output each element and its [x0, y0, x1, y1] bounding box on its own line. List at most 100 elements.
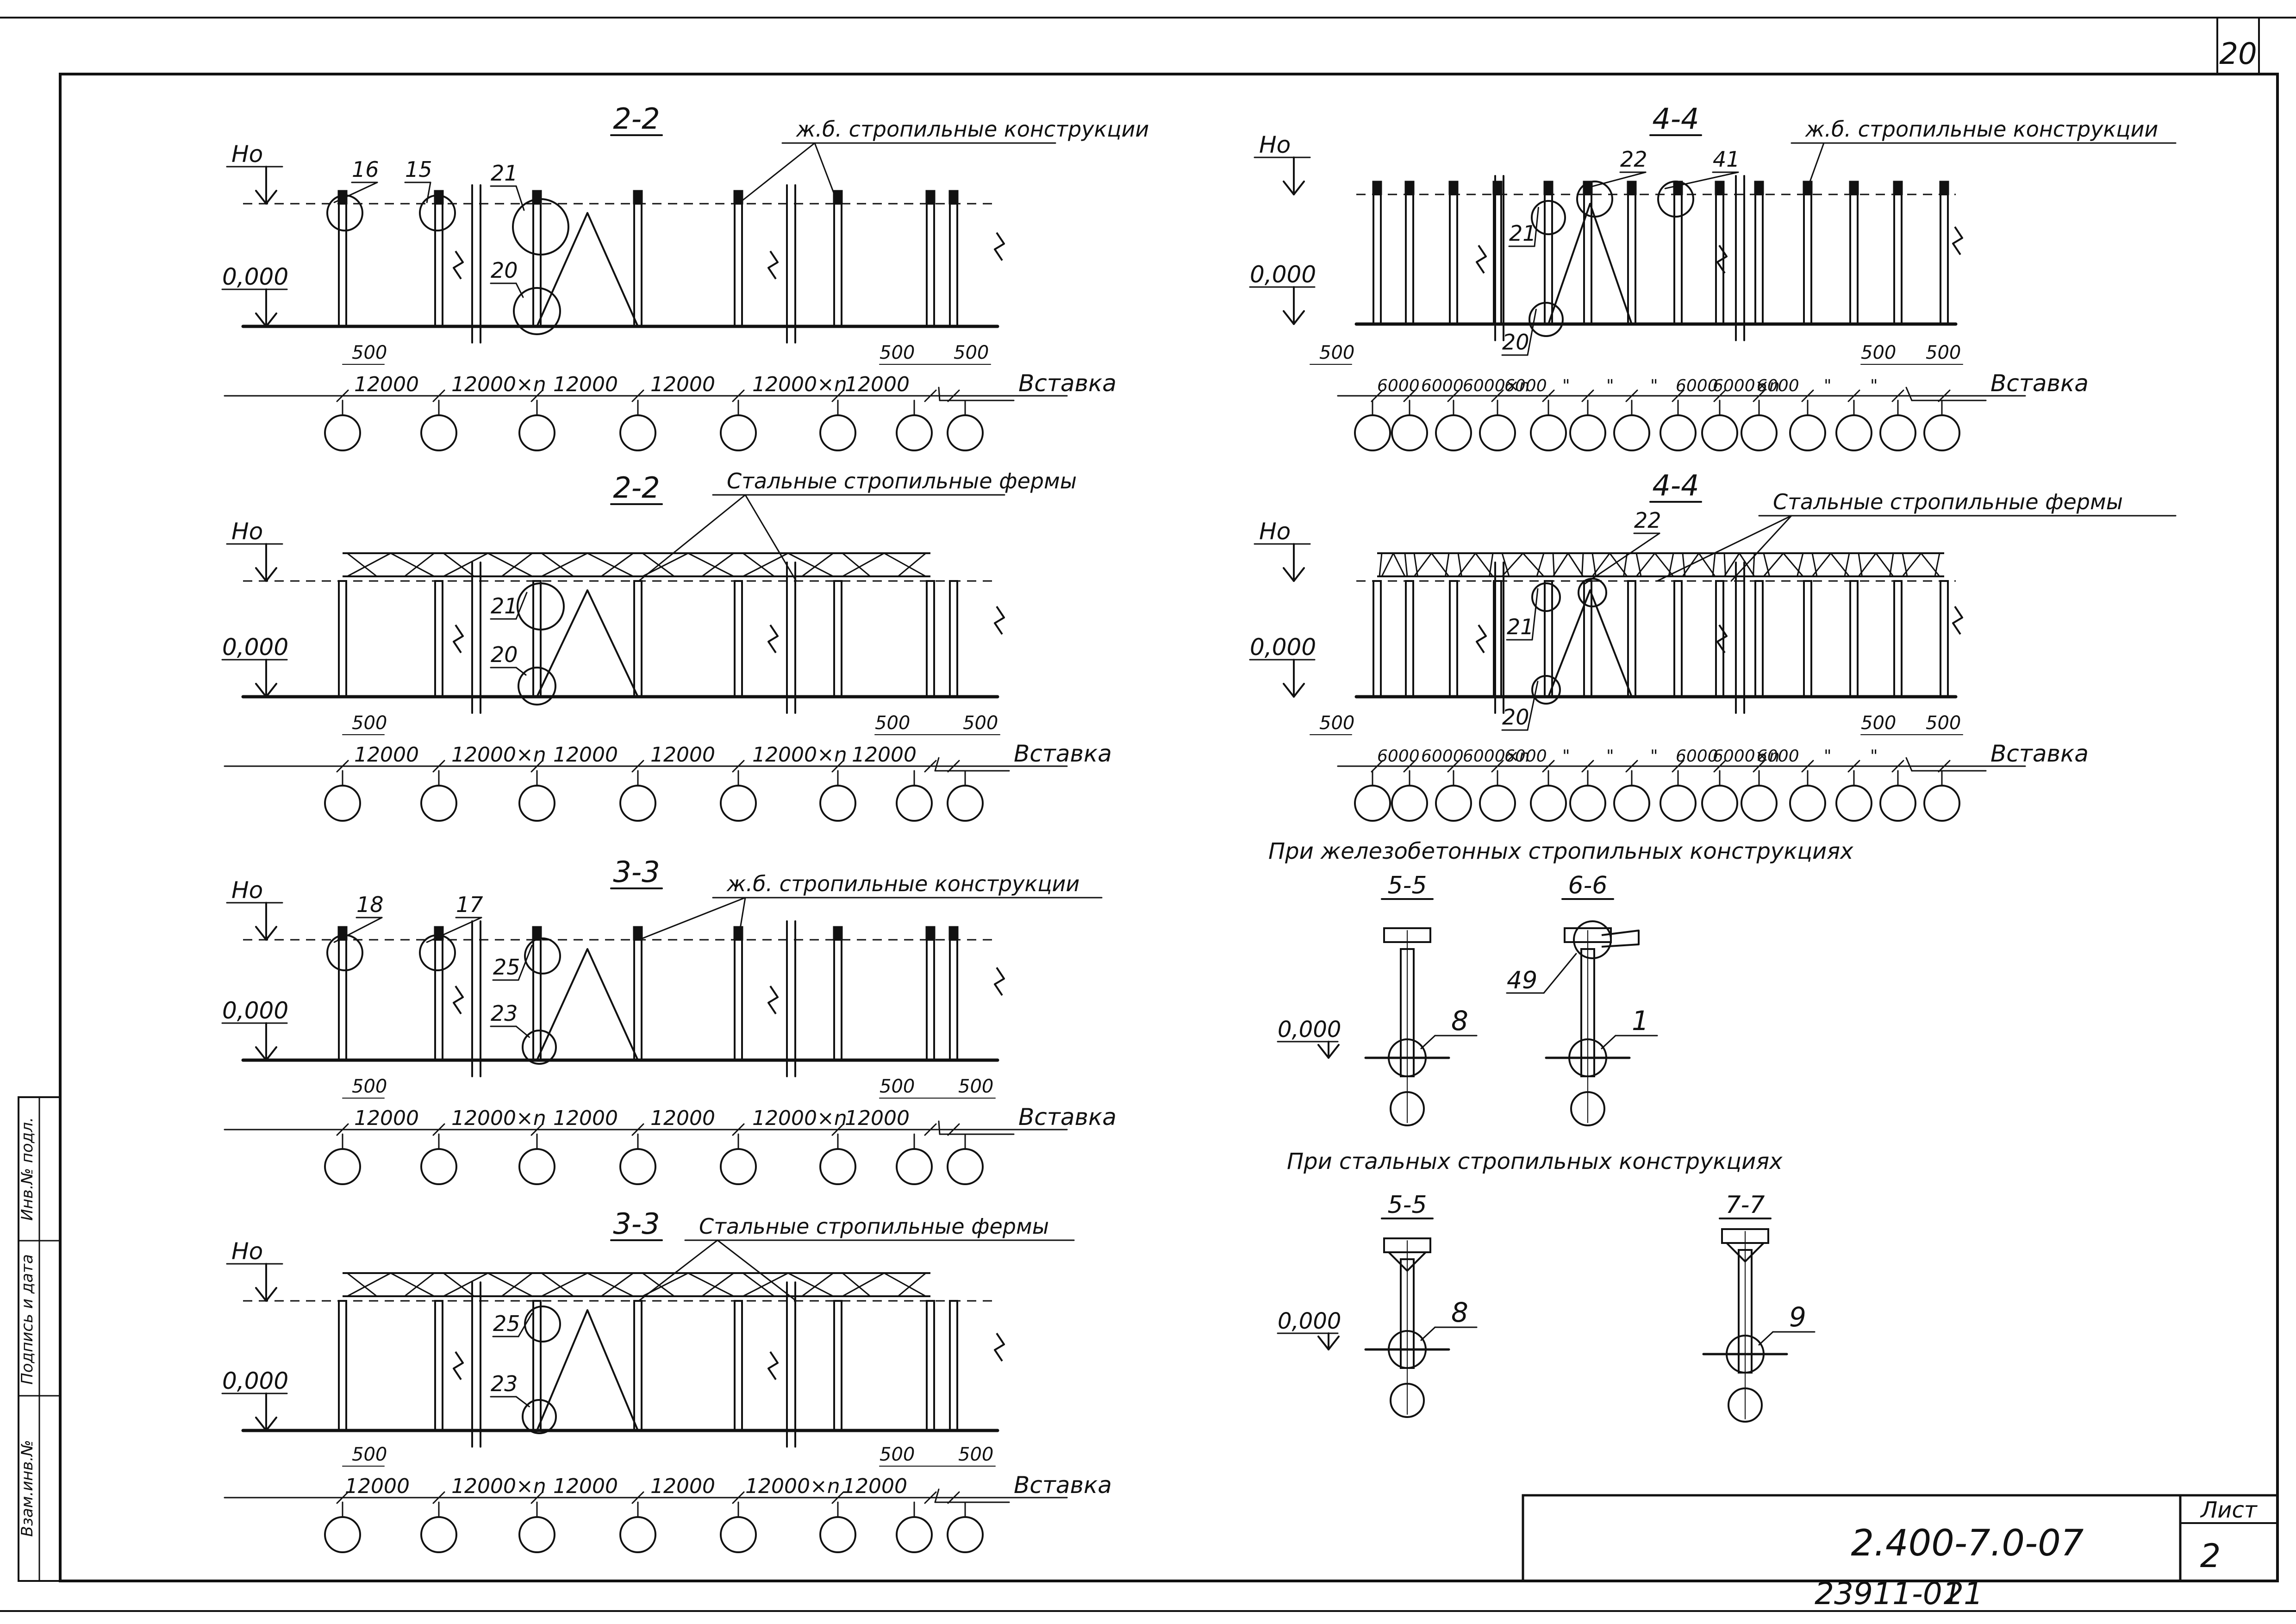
- node-mark-circle: [513, 287, 561, 335]
- detail-axis-bubble: [1390, 1091, 1425, 1126]
- node-mark-circle: [326, 194, 363, 231]
- column: [1673, 580, 1683, 698]
- detail-title: 5-5: [1388, 1191, 1427, 1219]
- height-label: Но: [1259, 131, 1291, 158]
- dimension-tick: [1403, 389, 1416, 402]
- node-mark-circle: [524, 1305, 561, 1343]
- detail-axis-bubble: [1728, 1387, 1763, 1423]
- truss-web: [801, 552, 834, 577]
- truss-web: [601, 1272, 634, 1297]
- node-mark-circle: [1531, 675, 1561, 705]
- detail-mark-leader: [1420, 1035, 1436, 1049]
- column-head: [833, 926, 843, 941]
- column: [734, 203, 743, 327]
- break-mark: [1952, 606, 1963, 635]
- vertical-bracing: [536, 589, 639, 697]
- zero-level-arrow: [265, 1046, 277, 1061]
- column-head: [1448, 181, 1459, 195]
- span-dimension: 6000: [1504, 376, 1547, 395]
- truss-web: [842, 552, 926, 577]
- roof-note: Стальные стропильные фермы: [727, 468, 1077, 493]
- dimension-tick: [631, 1491, 644, 1504]
- axis-bubble: [947, 785, 984, 822]
- dimension-tick: [1371, 760, 1384, 773]
- zero-level-arrow: [255, 1417, 267, 1431]
- break-mark: [1716, 624, 1728, 654]
- node-mark-circle: [326, 934, 363, 971]
- dimension-tick: [432, 1123, 445, 1136]
- vertical-bracing: [536, 1309, 639, 1431]
- axis-bubble: [1660, 785, 1697, 822]
- detail-node-circle: [1388, 1330, 1427, 1369]
- span-dimension: ": [1562, 376, 1570, 395]
- span-dimension: 6000×n: [1713, 376, 1780, 395]
- truss-web: [801, 1272, 834, 1297]
- truss-web: [642, 1272, 734, 1297]
- axis-bubble: [420, 414, 457, 451]
- break-mark: [1952, 226, 1963, 256]
- axis-bubble: [619, 414, 656, 451]
- column: [532, 580, 542, 698]
- truss-web: [1723, 552, 1755, 577]
- truss-web: [642, 1272, 675, 1297]
- side-stamp-label: Взам.инв.№: [18, 1440, 37, 1537]
- span-dimension: 12000×n: [451, 743, 546, 767]
- truss-web: [443, 552, 533, 577]
- break-mark: [994, 606, 1005, 635]
- dimension-tick: [530, 760, 543, 773]
- truss-web: [842, 1272, 871, 1297]
- truss-web: [1552, 553, 1555, 577]
- dimension-tick: [1491, 760, 1504, 773]
- roof-note-leader: [1730, 515, 1792, 582]
- insert-label: Вставка: [1014, 1472, 1112, 1499]
- column: [1373, 580, 1382, 698]
- truss-web: [1889, 553, 1894, 577]
- column: [1373, 194, 1382, 325]
- column-head: [925, 926, 936, 941]
- dimension-tick: [1713, 389, 1726, 402]
- detail-zero-label: 0,000: [1278, 1017, 1341, 1043]
- break-mark: [453, 1351, 464, 1380]
- dimension-tick: [631, 1123, 644, 1136]
- column: [434, 203, 443, 327]
- axis-bubble: [1701, 785, 1738, 822]
- roof-note: ж.б. стропильные конструкции: [796, 117, 1149, 142]
- truss-web: [501, 552, 533, 577]
- axis-bubble: [896, 1516, 933, 1553]
- column: [833, 203, 842, 327]
- truss-web: [541, 552, 634, 577]
- node-mark-leader: [1583, 171, 1647, 189]
- truss-web: [347, 552, 377, 577]
- zero-level-arrow: [265, 683, 277, 698]
- column: [1544, 194, 1553, 325]
- dimension-tick: [1542, 760, 1555, 773]
- column: [338, 939, 347, 1061]
- truss-web: [742, 552, 775, 577]
- column: [633, 939, 643, 1061]
- column-head: [948, 926, 959, 941]
- span-dimension: 12000: [650, 373, 715, 396]
- column: [532, 1300, 542, 1431]
- span-dimension: 12000: [845, 1106, 910, 1130]
- column: [833, 580, 842, 698]
- span-dimension: 12000: [354, 1106, 419, 1130]
- insert-leader: [938, 1120, 941, 1135]
- break-mark: [453, 985, 464, 1015]
- insert-leader: [934, 1488, 940, 1503]
- height-label: Но: [231, 141, 263, 168]
- column: [1754, 194, 1764, 325]
- axis-bubble: [518, 785, 555, 822]
- section-title: 2-2: [613, 102, 660, 136]
- axis-bubble: [420, 1148, 457, 1185]
- detail-title: 6-6: [1568, 872, 1608, 899]
- offset-500-label: 500: [880, 1076, 915, 1097]
- height-arrow: [1293, 567, 1305, 582]
- dimension-tick: [1371, 389, 1384, 402]
- dimension-tick: [924, 1491, 937, 1504]
- node-mark-leader: [515, 667, 527, 676]
- column: [734, 1300, 743, 1431]
- span-dimension: 12000: [650, 1474, 715, 1498]
- column: [734, 939, 743, 1061]
